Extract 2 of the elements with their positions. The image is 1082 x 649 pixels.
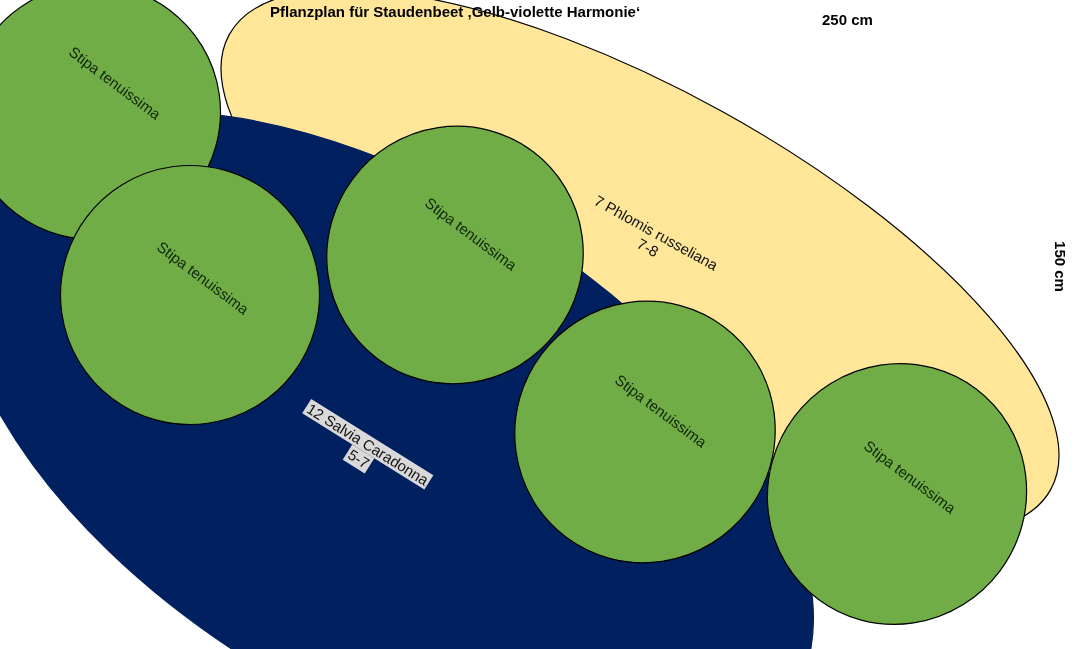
dimension-label: 250 cm xyxy=(822,11,873,28)
dimension-label: 150 cm xyxy=(1051,241,1069,292)
